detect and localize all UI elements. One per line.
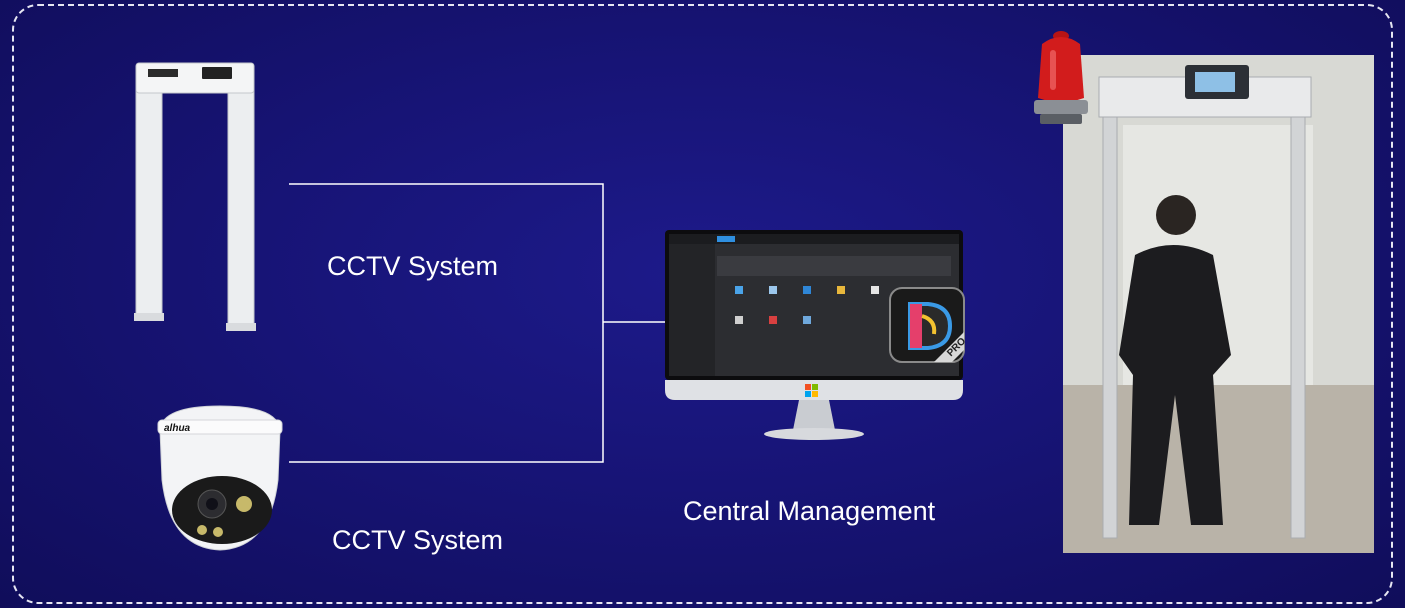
dss-pro-app-icon: PRO bbox=[889, 287, 966, 363]
camera-cctv-label: CCTV System bbox=[332, 525, 504, 555]
app-tile-7 bbox=[769, 316, 777, 324]
beacon-highlight bbox=[1050, 50, 1056, 90]
alarm-beacon-icon bbox=[1034, 31, 1088, 124]
pro-ribbon bbox=[934, 332, 964, 362]
monitor-base bbox=[764, 428, 864, 440]
photo-gate-right bbox=[1290, 92, 1306, 539]
walkthrough-photo bbox=[1063, 55, 1374, 553]
software-topbar bbox=[669, 234, 959, 244]
detector-left-foot bbox=[134, 313, 164, 321]
detector-right-foot bbox=[226, 323, 256, 331]
app-tile-1 bbox=[735, 286, 743, 294]
photo-gate-left bbox=[1102, 92, 1118, 539]
camera-led bbox=[236, 496, 252, 512]
software-sidebar bbox=[669, 244, 715, 376]
app-tile-2 bbox=[769, 286, 777, 294]
photo-scene bbox=[1063, 55, 1374, 553]
dashed-frame bbox=[12, 4, 1393, 604]
camera-led-2 bbox=[197, 525, 207, 535]
beacon-dome bbox=[1038, 37, 1084, 102]
photo-person-head bbox=[1156, 195, 1196, 235]
app-logo-stripe bbox=[910, 304, 922, 348]
walkthrough-cctv-label: CCTV System bbox=[327, 251, 499, 281]
app-logo-arc bbox=[921, 314, 937, 335]
software-banner bbox=[717, 256, 951, 276]
detector-right-pillar bbox=[227, 74, 255, 331]
camera-led-3 bbox=[213, 527, 223, 537]
dome-camera-image: alhua bbox=[157, 405, 283, 551]
beacon-base bbox=[1034, 100, 1088, 114]
app-tile-5 bbox=[871, 286, 879, 294]
windows-icon bbox=[805, 384, 818, 397]
camera-brand: alhua bbox=[164, 423, 191, 434]
detector-left-pillar bbox=[135, 74, 163, 321]
brand-plate bbox=[148, 69, 178, 77]
app-tile-4 bbox=[837, 286, 845, 294]
detector-display bbox=[202, 67, 232, 79]
app-tile-3 bbox=[803, 286, 811, 294]
photo-person-body bbox=[1119, 245, 1231, 525]
bracket-connector bbox=[289, 183, 604, 463]
detector-top-beam bbox=[135, 62, 255, 94]
walkthrough-detector-image bbox=[134, 62, 256, 331]
monitor-neck bbox=[793, 400, 835, 430]
app-tile-6 bbox=[735, 316, 743, 324]
software-icon-grid bbox=[735, 286, 879, 324]
photo-display-screen bbox=[1195, 72, 1235, 92]
camera-ring bbox=[157, 419, 283, 435]
software-tab bbox=[717, 236, 735, 242]
app-tile-8 bbox=[803, 316, 811, 324]
central-management-label: Central Management bbox=[683, 496, 936, 526]
lens-center bbox=[206, 498, 218, 510]
beacon-mount bbox=[1040, 114, 1082, 124]
